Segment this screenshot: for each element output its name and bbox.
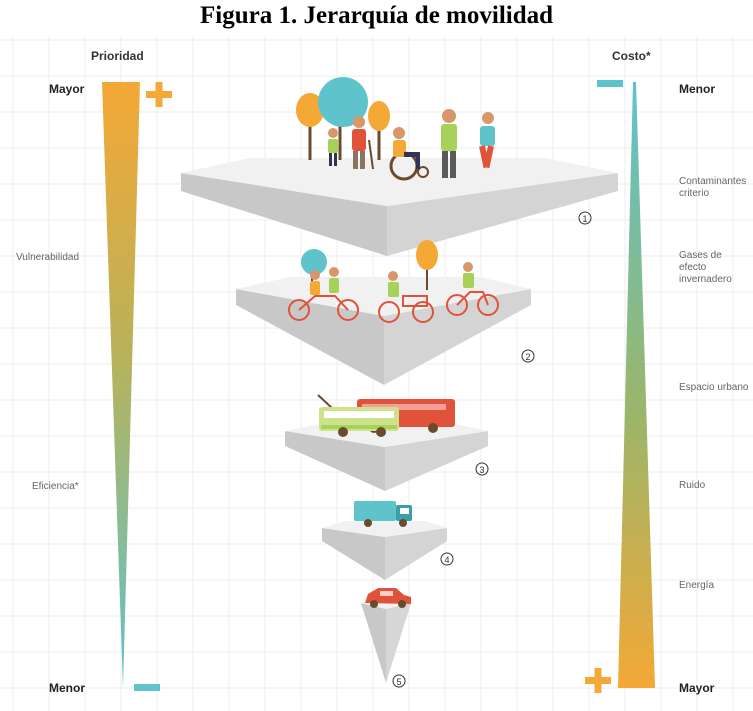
public-transport-icon — [317, 394, 455, 437]
level-number-3: 3 — [475, 462, 489, 476]
plus-icon — [585, 668, 611, 693]
pedestrians-icon — [296, 77, 495, 181]
level-number-label: 1 — [582, 214, 587, 224]
criterion-espacio-urbano: Espacio urbano — [679, 382, 749, 393]
minus-icon — [597, 80, 623, 87]
level-number-5: 5 — [392, 674, 406, 688]
plus-icon — [146, 82, 172, 107]
criterion-vulnerabilidad: Vulnerabilidad — [16, 252, 80, 263]
level-4-platform — [322, 521, 447, 580]
level-number-label: 5 — [396, 677, 401, 687]
priority-top-label: Mayor — [49, 82, 85, 96]
criterion-ruido: Ruido — [679, 480, 706, 491]
cost-heading: Costo* — [612, 49, 651, 63]
freight-truck-icon — [354, 501, 412, 527]
level-number-4: 4 — [440, 552, 454, 566]
level-number-2: 2 — [521, 349, 535, 363]
level-3-platform — [285, 423, 488, 491]
cost-top-label: Menor — [679, 82, 715, 96]
level-2-platform — [236, 277, 531, 385]
priority-bottom-label: Menor — [49, 681, 85, 695]
level-number-label: 2 — [525, 352, 530, 362]
priority-gradient-wedge — [102, 82, 140, 688]
level-number-label: 4 — [444, 555, 449, 565]
cost-bottom-label: Mayor — [679, 681, 715, 695]
criterion-eficiencia: Eficiencia* — [32, 481, 79, 492]
level-1-platform — [181, 158, 618, 256]
cyclists-icon — [288, 240, 499, 323]
criterion-energia: Energía — [679, 580, 715, 591]
figure-title: Figura 1. Jerarquía de movilidad — [199, 2, 554, 29]
level-number-label: 3 — [479, 465, 484, 475]
level-number-1: 1 — [578, 211, 592, 225]
criterion-gases: Gases de efecto invernadero — [679, 250, 732, 285]
minus-icon — [134, 684, 160, 691]
cost-gradient-wedge — [618, 82, 655, 688]
criterion-contaminantes: Contaminantes criterio — [679, 176, 747, 199]
priority-heading: Prioridad — [91, 49, 144, 63]
private-car-icon — [365, 588, 411, 608]
level-5-platform — [361, 599, 411, 683]
